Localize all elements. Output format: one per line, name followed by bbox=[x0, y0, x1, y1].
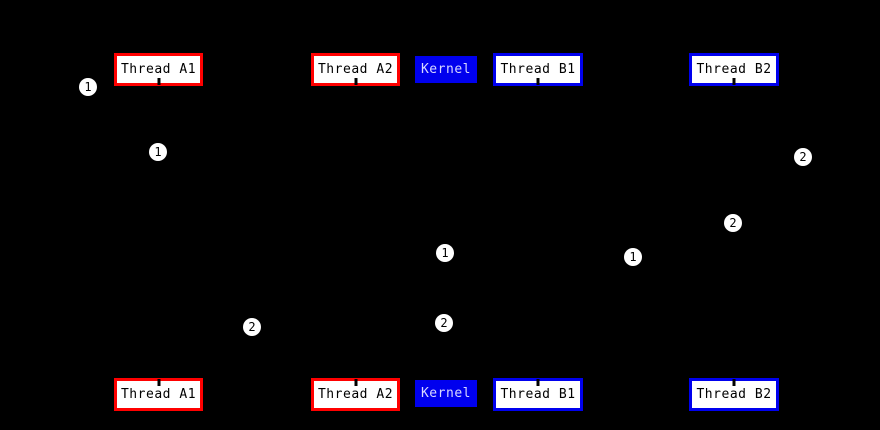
actor-label-thread-b1: Thread B1 bbox=[500, 387, 576, 402]
lifeline-stub bbox=[157, 78, 160, 85]
lifeline-stub bbox=[536, 379, 540, 386]
lifeline-stub bbox=[354, 78, 357, 85]
actor-box-thread-a2-bottom: Thread A2 bbox=[311, 378, 400, 411]
actor-label-kernel: Kernel bbox=[420, 62, 472, 77]
step-marker-1: 1 bbox=[79, 78, 97, 96]
lifeline-stub bbox=[732, 78, 736, 85]
lifeline-stub bbox=[157, 379, 160, 386]
actor-box-thread-a1-bottom: Thread A1 bbox=[114, 378, 203, 411]
actor-label-thread-b2: Thread B2 bbox=[696, 62, 772, 77]
actor-box-thread-b1-top: Thread B1 bbox=[493, 53, 583, 86]
actor-label-kernel: Kernel bbox=[420, 386, 472, 401]
actor-box-thread-b2-bottom: Thread B2 bbox=[689, 378, 779, 411]
actor-box-thread-b1-bottom: Thread B1 bbox=[493, 378, 583, 411]
actor-box-kernel-bottom: Kernel bbox=[415, 380, 477, 407]
actor-box-kernel-top: Kernel bbox=[415, 56, 477, 83]
step-marker-1: 1 bbox=[149, 143, 167, 161]
lifeline-stub bbox=[732, 379, 736, 386]
step-marker-2: 2 bbox=[243, 318, 261, 336]
actor-box-thread-a1-top: Thread A1 bbox=[114, 53, 203, 86]
step-marker-1: 1 bbox=[436, 244, 454, 262]
actor-label-thread-a2: Thread A2 bbox=[317, 387, 394, 402]
actor-label-thread-b2: Thread B2 bbox=[696, 387, 772, 402]
actor-label-thread-a1: Thread A1 bbox=[120, 62, 197, 77]
actor-box-thread-b2-top: Thread B2 bbox=[689, 53, 779, 86]
actor-box-thread-a2-top: Thread A2 bbox=[311, 53, 400, 86]
step-marker-1: 1 bbox=[624, 248, 642, 266]
actor-label-thread-b1: Thread B1 bbox=[500, 62, 576, 77]
actor-label-thread-a1: Thread A1 bbox=[120, 387, 197, 402]
step-marker-2: 2 bbox=[794, 148, 812, 166]
step-marker-2: 2 bbox=[435, 314, 453, 332]
actor-label-thread-a2: Thread A2 bbox=[317, 62, 394, 77]
step-marker-2: 2 bbox=[724, 214, 742, 232]
lifeline-stub bbox=[354, 379, 357, 386]
lifeline-stub bbox=[536, 78, 540, 85]
